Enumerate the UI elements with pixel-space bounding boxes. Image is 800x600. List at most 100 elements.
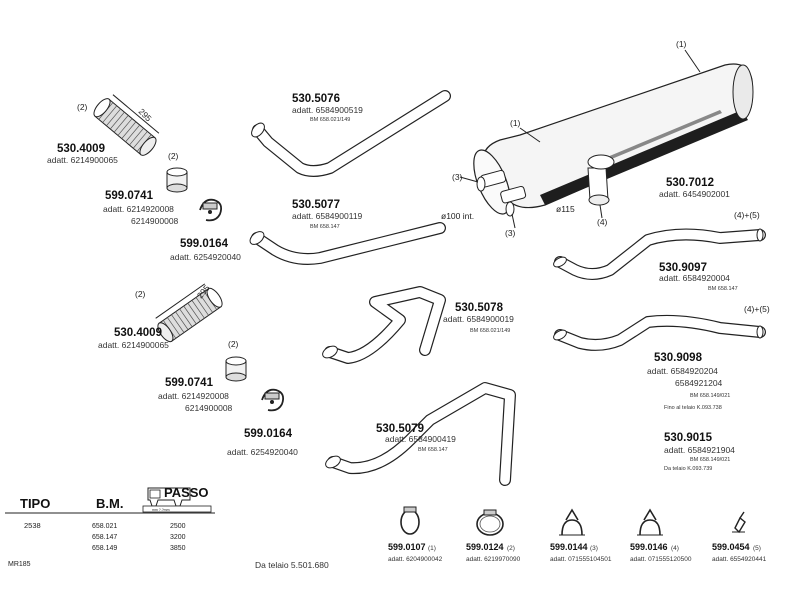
bm-530-9097: BM 658.147 bbox=[708, 286, 738, 292]
part-number-530-4009-bottom: 530.4009 bbox=[114, 327, 162, 339]
table-passo-1: 3200 bbox=[170, 534, 186, 541]
clamp-ref-599-0107: (1) bbox=[428, 545, 436, 552]
note-530-9015: Da telaio K.093.739 bbox=[664, 466, 712, 472]
part-number-530-5079: 530.5079 bbox=[376, 423, 424, 435]
pipe-530-5077 bbox=[249, 222, 446, 265]
muffler-ref-3a: (3) bbox=[452, 172, 463, 182]
note-530-9098: Fino al telaio K.093.738 bbox=[664, 405, 722, 411]
part-number-530-9098: 530.9098 bbox=[654, 352, 703, 364]
muffler-ref-3b: (3) bbox=[505, 228, 516, 238]
table-passo-0: 2500 bbox=[170, 523, 186, 530]
oe-599-0741-top-a: adatt. 6214920008 bbox=[103, 204, 174, 214]
clamp-oe-599-0144: adatt. 0715551045​01 bbox=[550, 556, 612, 563]
clamp-ref-599-0454: (5) bbox=[753, 545, 761, 552]
flex-hose-530-4009-bottom bbox=[155, 283, 223, 343]
table-passo-2: 3850 bbox=[170, 545, 186, 552]
part-number-599-0741-bottom: 599.0741 bbox=[165, 377, 214, 389]
table-bm-0: 658.021 bbox=[92, 523, 117, 530]
bm-530-9015: BM 658.149/021 bbox=[690, 457, 730, 463]
part-number-530-5077: 530.5077 bbox=[292, 199, 340, 211]
oe-530-9098-a: adatt. 6584920204 bbox=[647, 366, 718, 376]
muffler bbox=[459, 49, 754, 229]
pipe-530-5076 bbox=[251, 90, 451, 177]
clamp-599-0124 bbox=[476, 509, 504, 536]
oe-599-0164-top: adatt. 6254920040 bbox=[170, 252, 241, 262]
clamp-ref-599-0144: (3) bbox=[590, 545, 598, 552]
ref-530-9097: (4)+(5) bbox=[734, 210, 760, 220]
oe-599-0164-bottom: adatt. 6254920040 bbox=[227, 447, 298, 457]
inlet-diameter: ø100 int. bbox=[441, 211, 474, 221]
muffler-ref-1b: (1) bbox=[510, 118, 521, 128]
clamp-oe-599-0146: adatt. 0715551205​00 bbox=[630, 556, 692, 563]
table-header-passo: PASSO bbox=[164, 485, 209, 500]
ref-599-0741-top: (2) bbox=[168, 151, 179, 161]
table-passo-sub: mm ?.?mm bbox=[152, 508, 170, 512]
oe-530-5076: adatt. 6584900519 bbox=[292, 105, 363, 115]
clamp-599-0146 bbox=[637, 508, 663, 536]
dim-530-4009-top: 295 bbox=[137, 106, 154, 123]
part-number-530-4009-top: 530.4009 bbox=[57, 143, 105, 155]
clamp-599-0454 bbox=[732, 511, 746, 534]
sleeve-599-0741-bottom bbox=[225, 356, 247, 382]
oe-530-5077: adatt. 6584900119 bbox=[292, 211, 363, 221]
oe-530-9097: adatt. 6584920004 bbox=[659, 273, 730, 283]
clamp-number-599-0146: 599.0146 bbox=[630, 542, 668, 552]
clamp-ref-599-0124: (2) bbox=[507, 545, 515, 552]
part-number-599-0741-top: 599.0741 bbox=[105, 190, 154, 202]
clamp-599-0144 bbox=[559, 508, 585, 536]
oe-530-7012: adatt. 6454902001 bbox=[659, 189, 730, 199]
ref-599-0741-bottom: (2) bbox=[228, 339, 239, 349]
part-number-530-5076: 530.5076 bbox=[292, 93, 340, 105]
part-number-530-9097: 530.9097 bbox=[659, 262, 707, 274]
clamp-599-0164-bottom bbox=[261, 388, 285, 412]
oe-599-0741-bottom-b: 6214900008 bbox=[185, 403, 233, 413]
clamp-599-0164-top bbox=[199, 198, 223, 222]
oe-530-4009-top: adatt. 6214900065 bbox=[47, 155, 118, 165]
spec-table bbox=[5, 487, 215, 514]
footer-frame: Da telaio 5.501.680 bbox=[255, 560, 329, 570]
outlet-diameter: ø115 bbox=[556, 204, 575, 214]
clamp-ref-599-0146: (4) bbox=[671, 545, 679, 552]
clamp-599-0107 bbox=[400, 506, 420, 535]
clamp-number-599-0454: 599.0454 bbox=[712, 542, 750, 552]
bm-530-5077: BM 658.147 bbox=[310, 224, 340, 230]
bm-530-5078: BM 658.021/149 bbox=[470, 328, 510, 334]
pipe-530-5079 bbox=[325, 382, 516, 486]
muffler-ref-1a: (1) bbox=[676, 39, 687, 49]
clamp-number-599-0124: 599.0124 bbox=[466, 542, 504, 552]
part-number-530-5078: 530.5078 bbox=[455, 302, 504, 314]
oe-599-0741-bottom-a: adatt. 6214920008 bbox=[158, 391, 229, 401]
ref-530-4009-bottom: (2) bbox=[135, 289, 146, 299]
part-number-599-0164-top: 599.0164 bbox=[180, 238, 229, 250]
pipe-530-9097 bbox=[553, 228, 766, 280]
clamp-oe-599-0124: adatt. 6219970090 bbox=[466, 556, 521, 563]
clamp-oe-599-0454: adatt. 6554920441 bbox=[712, 556, 767, 563]
oe-530-5079: adatt. 6584900419 bbox=[385, 434, 456, 444]
oe-530-9015: adatt. 6584921904 bbox=[664, 445, 735, 455]
flex-hose-530-4009-top bbox=[93, 94, 160, 156]
table-tipo-value: 2538 bbox=[24, 521, 41, 530]
clamp-number-599-0144: 599.0144 bbox=[550, 542, 588, 552]
table-bm-1: 658.147 bbox=[92, 534, 117, 541]
part-number-530-9015: 530.9015 bbox=[664, 432, 713, 444]
oe-530-4009-bottom: adatt. 6214900065 bbox=[98, 340, 169, 350]
oe-530-9098-b: 6584921204 bbox=[675, 378, 723, 388]
table-header-bm: B.M. bbox=[96, 496, 123, 511]
sleeve-599-0741-top bbox=[166, 167, 188, 193]
ref-530-4009-top: (2) bbox=[77, 102, 88, 112]
ref-530-9098: (4)+(5) bbox=[744, 304, 770, 314]
part-number-530-7012: 530.7012 bbox=[666, 177, 714, 189]
bm-530-5079: BM 658.147 bbox=[418, 447, 448, 453]
oe-530-5078: adatt. 6584900019 bbox=[443, 314, 514, 324]
pipe-530-9098 bbox=[553, 314, 766, 351]
muffler-ref-4: (4) bbox=[597, 217, 608, 227]
part-number-599-0164-bottom: 599.0164 bbox=[244, 428, 293, 440]
oe-599-0741-top-b: 6214900008 bbox=[131, 216, 179, 226]
footer-code: MR185 bbox=[8, 561, 31, 568]
table-bm-2: 658.149 bbox=[92, 545, 117, 552]
table-header-tipo: TIPO bbox=[20, 496, 50, 511]
clamp-oe-599-0107: adatt. 6204900042 bbox=[388, 556, 443, 563]
bm-530-9098: BM 658.149/021 bbox=[690, 393, 730, 399]
bm-530-5076: BM 658.021/149 bbox=[310, 117, 350, 123]
